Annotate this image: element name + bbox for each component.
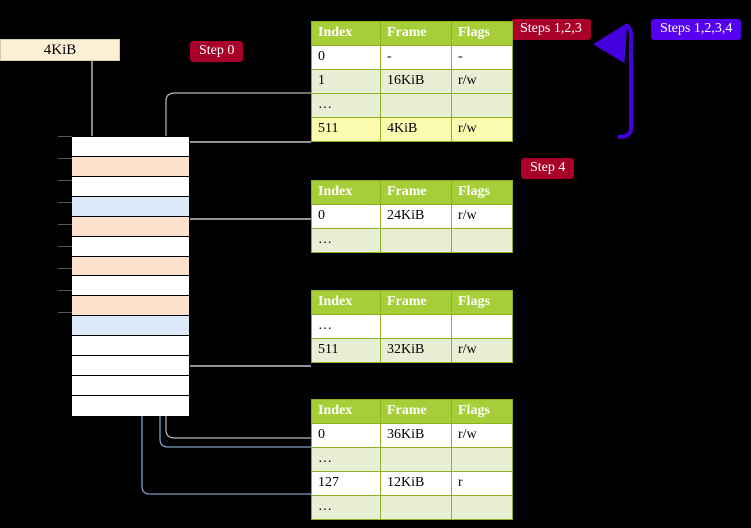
badge-steps1234: Steps 1,2,3,4	[651, 19, 742, 40]
memory-row	[72, 395, 189, 416]
cell-frame	[380, 93, 452, 118]
cell-flags: -	[451, 45, 513, 70]
cell-frame: 32KiB	[380, 338, 452, 363]
physical-memory-column	[71, 136, 190, 416]
column-header-index: Index	[311, 180, 381, 205]
cell-flags: r	[451, 471, 513, 496]
table-row: …	[311, 495, 513, 520]
table-row: …	[311, 314, 513, 339]
cell-index: …	[311, 447, 381, 472]
memory-row	[72, 376, 189, 396]
memory-row	[72, 216, 189, 237]
column-header-index: Index	[311, 399, 381, 424]
memory-tick	[58, 246, 72, 247]
memory-row	[72, 336, 189, 357]
cell-flags: r/w	[451, 423, 513, 448]
cell-frame	[380, 228, 452, 253]
table-row: 0--	[311, 45, 513, 70]
memory-tick	[58, 312, 72, 313]
table-row: …	[311, 447, 513, 472]
cell-frame	[380, 314, 452, 339]
badge-steps123: Steps 1,2,3	[511, 19, 591, 40]
cell-frame: 16KiB	[380, 69, 452, 94]
cell-index: 127	[311, 471, 381, 496]
column-header-frame: Frame	[380, 180, 452, 205]
cell-flags	[451, 314, 513, 339]
column-header-frame: Frame	[380, 399, 452, 424]
memory-row	[72, 296, 189, 317]
memory-row	[72, 316, 189, 337]
cell-frame: 4KiB	[380, 117, 452, 142]
cell-flags: r/w	[451, 338, 513, 363]
column-header-frame: Frame	[380, 21, 452, 46]
column-header-index: Index	[311, 290, 381, 315]
memory-row	[72, 356, 189, 377]
badge-step0: Step 0	[190, 41, 244, 62]
cell-flags	[451, 495, 513, 520]
table-row: …	[311, 93, 513, 118]
cell-index: …	[311, 228, 381, 253]
badge-step4: Step 4	[521, 158, 575, 179]
memory-tick	[58, 158, 72, 159]
cell-index: …	[311, 495, 381, 520]
cell-frame: -	[380, 45, 452, 70]
memory-row	[72, 156, 189, 177]
cell-frame: 12KiB	[380, 471, 452, 496]
cell-frame	[380, 447, 452, 472]
cell-flags	[451, 93, 513, 118]
memory-row	[72, 137, 189, 157]
memory-tick	[58, 224, 72, 225]
cell-index: 0	[311, 204, 381, 229]
column-header-flags: Flags	[451, 399, 513, 424]
cell-flags: r/w	[451, 69, 513, 94]
memory-tick	[58, 136, 72, 137]
table-row: …	[311, 228, 513, 253]
column-header-flags: Flags	[451, 180, 513, 205]
cell-flags	[451, 447, 513, 472]
cell-flags: r/w	[451, 204, 513, 229]
cell-index: 1	[311, 69, 381, 94]
cell-index: …	[311, 314, 381, 339]
memory-row	[72, 176, 189, 197]
cell-flags: r/w	[451, 117, 513, 142]
memory-row	[72, 276, 189, 297]
cell-frame: 24KiB	[380, 204, 452, 229]
memory-tick	[58, 202, 72, 203]
memory-tick	[58, 268, 72, 269]
cell-flags	[451, 228, 513, 253]
memory-row	[72, 256, 189, 277]
column-header-frame: Frame	[380, 290, 452, 315]
cell-frame: 36KiB	[380, 423, 452, 448]
cell-index: …	[311, 93, 381, 118]
cell-frame	[380, 495, 452, 520]
column-header-flags: Flags	[451, 21, 513, 46]
memory-tick	[58, 290, 72, 291]
cell-index: 0	[311, 45, 381, 70]
cell-index: 511	[311, 338, 381, 363]
memory-tick	[58, 180, 72, 181]
memory-row	[72, 236, 189, 257]
column-header-flags: Flags	[451, 290, 513, 315]
cell-index: 511	[311, 117, 381, 142]
frame-size-label: 4KiB	[0, 39, 120, 61]
column-header-index: Index	[311, 21, 381, 46]
cell-index: 0	[311, 423, 381, 448]
memory-row	[72, 196, 189, 217]
